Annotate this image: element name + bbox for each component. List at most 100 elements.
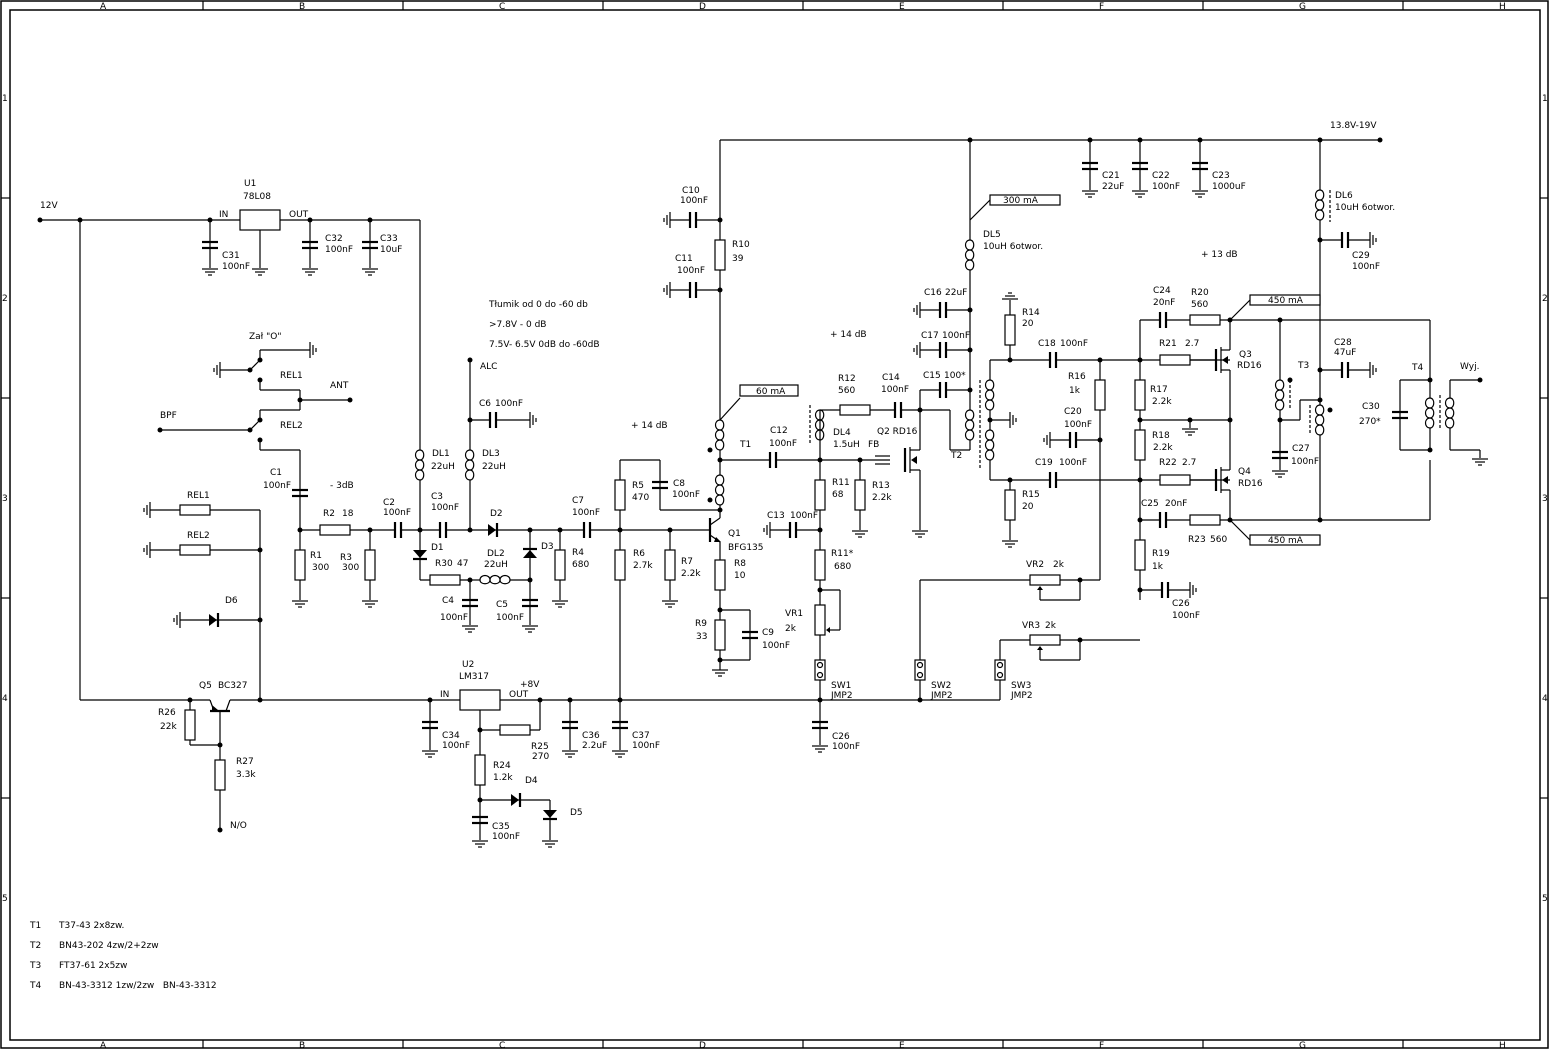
c6-value: 100nF: [495, 399, 523, 409]
r4-value: 680: [572, 560, 589, 570]
c11-ref: C11: [675, 254, 693, 264]
d4-ref: D4: [525, 776, 538, 786]
c35-ref: C35: [492, 822, 510, 832]
c31-value: 100nF: [222, 262, 250, 272]
q1-value: BFG135: [728, 543, 764, 553]
c34-value: 100nF: [442, 741, 470, 751]
r24-ref: R24: [493, 761, 511, 771]
legend-desc: FT37-61 2x5zw: [59, 961, 127, 971]
current-q4-label: 450 mA: [1268, 536, 1304, 546]
row-label: 1: [2, 94, 8, 104]
dl3-value: 22uH: [482, 462, 506, 472]
u2-in-pin: IN: [440, 690, 449, 700]
c11-value: 100nF: [677, 266, 705, 276]
c12-value: 100nF: [769, 439, 797, 449]
t4-ref: T4: [1411, 363, 1423, 373]
c10-ref: C10: [682, 186, 700, 196]
bpf-port-label[interactable]: BPF: [160, 411, 177, 421]
vr3-value: 2k: [1045, 621, 1057, 631]
legend-ref: T2: [29, 941, 41, 951]
zal-label: Zał "O": [249, 332, 281, 342]
c29-ref: C29: [1352, 251, 1370, 261]
c31-ref: C31: [222, 251, 240, 261]
r5-value: 470: [632, 493, 649, 503]
dl2-value: 22uH: [484, 560, 508, 570]
att-3db-note: - 3dB: [330, 481, 354, 491]
r7-value: 2.2k: [681, 569, 701, 579]
r11s-value: 680: [834, 562, 851, 572]
r9-ref: R9: [695, 619, 707, 629]
row-label: 5: [1542, 894, 1548, 904]
frame-row-labels: 1 2 3 4 5 1 2 3 4 5: [2, 94, 1548, 904]
c20-ref: C20: [1064, 407, 1082, 417]
col-label: F: [1099, 1041, 1104, 1050]
d3-ref: D3: [541, 542, 554, 552]
c2-ref: C2: [383, 498, 395, 508]
c27-ref: C27: [1292, 444, 1310, 454]
r6-value: 2.7k: [633, 561, 653, 571]
r11-value: 68: [832, 490, 844, 500]
r30-value: 47: [457, 559, 468, 569]
col-label: D: [699, 2, 706, 12]
r9-value: 33: [696, 632, 707, 642]
c13-value: 100nF: [790, 511, 818, 521]
c8-value: 100nF: [672, 490, 700, 500]
relay-coil-section: [80, 501, 430, 833]
attenuator-section: [290, 357, 580, 633]
q5-ref: Q5: [199, 681, 212, 691]
dl3-ref: DL3: [482, 449, 500, 459]
c18-ref: C18: [1038, 339, 1056, 349]
vr2-ref: VR2: [1026, 560, 1044, 570]
c23-ref: C23: [1212, 171, 1230, 181]
u1-in-pin: IN: [219, 210, 228, 220]
r17-ref: R17: [1150, 385, 1168, 395]
row-label: 4: [2, 694, 8, 704]
output-port-label[interactable]: Wyj.: [1460, 362, 1479, 372]
r7-ref: R7: [681, 557, 693, 567]
current-q3-label: 450 mA: [1268, 296, 1304, 306]
c17-ref: C17: [921, 331, 939, 341]
c32-ref: C32: [325, 234, 343, 244]
dl6-ref: DL6: [1335, 191, 1353, 201]
c19-ref: C19: [1035, 458, 1053, 468]
d2-ref: D2: [490, 509, 503, 519]
t1-ref: T1: [739, 440, 751, 450]
sw1-ref: SW1: [831, 681, 851, 691]
ant-port-label[interactable]: ANT: [330, 381, 349, 391]
t3-ref: T3: [1297, 361, 1309, 371]
c9-value: 100nF: [762, 641, 790, 651]
r26-ref: R26: [158, 708, 176, 718]
r21-value: 2.7: [1185, 339, 1199, 349]
r6-ref: R6: [633, 549, 645, 559]
supply-12v-label: 12V: [40, 201, 58, 211]
r27-ref: R27: [236, 757, 254, 767]
sw1-jumper[interactable]: [814, 659, 826, 681]
regulator-u1-section: [37, 209, 421, 700]
col-label: A: [100, 1041, 107, 1050]
r18-ref: R18: [1152, 431, 1170, 441]
sw3-ref: SW3: [1011, 681, 1031, 691]
c16-ref: C16: [924, 288, 942, 298]
q5-value: BC327: [218, 681, 247, 691]
gain-stage3-note: + 13 dB: [1201, 250, 1238, 260]
u2-body: [459, 689, 501, 711]
no-port-label[interactable]: N/O: [230, 821, 247, 831]
r4-ref: R4: [572, 548, 584, 558]
r1-ref: R1: [310, 551, 322, 561]
u2-out-pin: OUT: [509, 690, 529, 700]
r1-value: 300: [312, 563, 329, 573]
vr2-value: 2k: [1053, 560, 1065, 570]
rel2-coil-label: REL2: [187, 531, 210, 541]
c14-ref: C14: [882, 373, 900, 383]
u1-value: 78L08: [243, 192, 271, 202]
r16-ref: R16: [1068, 372, 1086, 382]
alc-port-label[interactable]: ALC: [480, 362, 497, 372]
attenuator-note-line1: >7.8V - 0 dB: [489, 320, 546, 330]
c30-value: 270*: [1359, 417, 1381, 427]
r12-value: 560: [838, 386, 855, 396]
col-label: E: [899, 2, 905, 12]
c35-value: 100nF: [492, 832, 520, 842]
legend-ref: T4: [29, 981, 41, 991]
r15-ref: R15: [1022, 490, 1040, 500]
